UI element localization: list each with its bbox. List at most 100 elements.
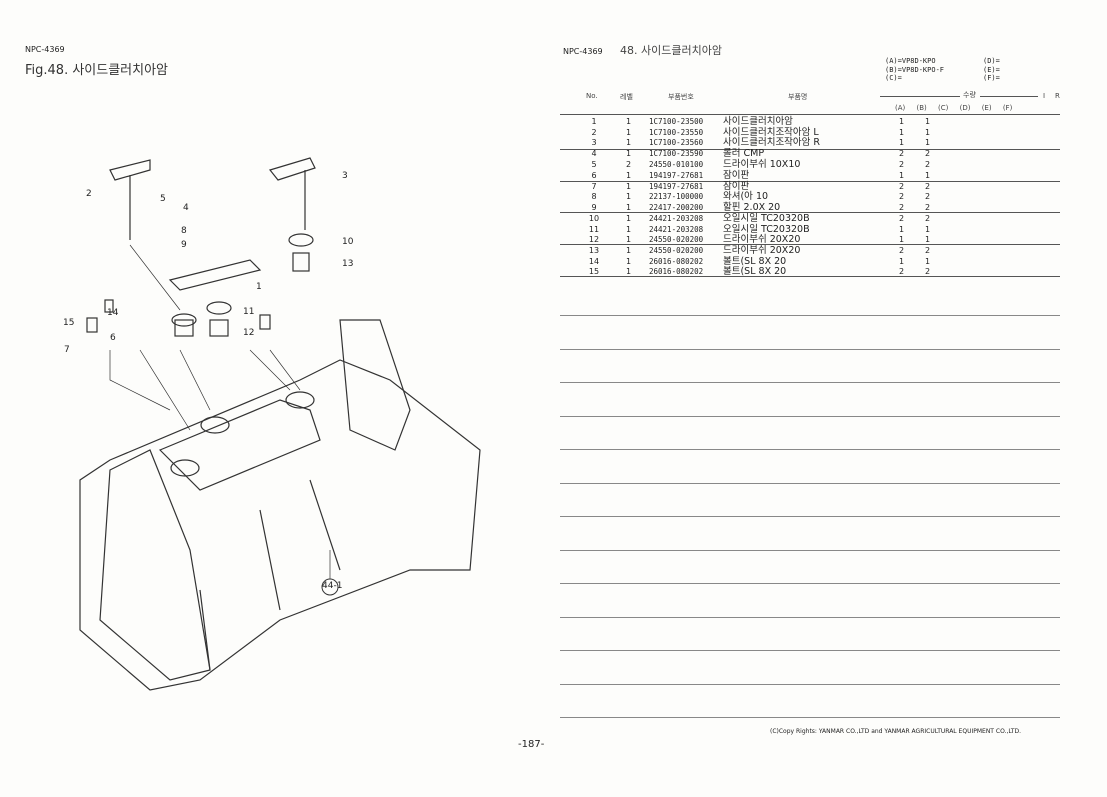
blank-row-line (560, 348, 1060, 350)
page-number: -187- (518, 739, 545, 750)
callout-4: 4 (183, 203, 189, 213)
cell-nm: 드라이부쉬 20X20 (723, 234, 801, 246)
cell-b: 1 (925, 170, 931, 180)
cell-b: 1 (925, 127, 931, 137)
model-legend: (A)=VP8D-KPO (B)=VP8D-KPO-F (C)= (885, 57, 944, 83)
callout-11: 11 (243, 307, 255, 317)
exploded-parts-diagram (79, 157, 481, 691)
cell-a: 1 (899, 256, 905, 266)
cell-no: 6 (591, 170, 597, 180)
cell-no: 10 (588, 213, 600, 223)
cell-b: 2 (925, 202, 931, 212)
callout-13: 13 (342, 259, 354, 269)
callout-1: 1 (256, 282, 262, 292)
cell-nm: 사이드클러치조작아암 R (723, 137, 821, 149)
callout-3: 3 (342, 171, 348, 181)
cell-pn: 26016-080202 (649, 256, 704, 266)
callout-2: 2 (86, 189, 92, 199)
cell-a: 1 (899, 170, 905, 180)
callout-10: 10 (342, 237, 354, 247)
model-legend-2: (D)= (E)= (F)= (983, 57, 1000, 83)
cell-lv: 1 (626, 127, 632, 137)
header-part-no: 부품번호 (668, 93, 694, 101)
header-name: 부품명 (788, 93, 808, 101)
cell-nm: 잠이판 (723, 180, 750, 192)
blank-row-line (560, 449, 1060, 450)
cell-lv: 1 (626, 267, 632, 277)
blank-row-line (560, 382, 1060, 383)
cell-nm: 드라이부쉬 20X20 (723, 245, 801, 257)
cell-a: 2 (899, 202, 905, 212)
cell-b: 2 (925, 159, 931, 169)
header-qty: 수량 (963, 91, 976, 99)
cell-b: 1 (925, 256, 931, 266)
cell-nm: 사이드클러치아암 (723, 116, 793, 127)
blank-row-line (560, 415, 1060, 417)
blank-row-line (560, 315, 1060, 316)
cell-a: 1 (899, 235, 905, 245)
cell-pn: 194197-27681 (649, 181, 704, 191)
cell-b: 1 (925, 235, 931, 245)
blank-row-line (560, 549, 1060, 551)
cell-pn: 24550-020200 (649, 246, 704, 256)
callout-8: 8 (181, 226, 187, 236)
cell-lv: 1 (626, 117, 632, 126)
blank-row-line (560, 616, 1060, 618)
cell-nm: 사이드클러치조작아암 L (723, 126, 819, 138)
header-no: No. (586, 92, 598, 100)
cell-lv: 1 (626, 224, 632, 234)
cell-a: 2 (899, 149, 905, 159)
callout-12: 12 (243, 328, 255, 338)
cell-no: 3 (591, 138, 597, 148)
cell-pn: 1C7100-23500 (649, 117, 704, 126)
group-divider (560, 276, 1060, 277)
cell-pn: 1C7100-23550 (649, 127, 704, 137)
col-c: (C) (938, 104, 949, 112)
cell-no: 9 (591, 202, 597, 212)
cell-lv: 1 (626, 213, 632, 223)
cell-lv: 1 (626, 181, 632, 191)
col-a: (A) (895, 104, 906, 112)
cell-pn: 26016-080202 (649, 267, 704, 277)
callout-9: 9 (181, 240, 187, 250)
cell-b: 1 (925, 117, 931, 126)
col-d: (D) (959, 104, 971, 112)
blank-row-line (560, 683, 1060, 685)
cell-no: 13 (588, 246, 600, 256)
cell-nm: 잠이판 (723, 169, 750, 181)
model-f: (F)= (983, 74, 1000, 82)
cell-a: 1 (899, 127, 905, 137)
cell-b: 2 (925, 149, 931, 159)
cell-a: 2 (899, 213, 905, 223)
callout-7: 7 (64, 345, 70, 355)
cell-lv: 1 (626, 192, 632, 202)
cell-pn: 1C7100-23560 (649, 138, 704, 148)
blank-row-line (560, 650, 1060, 651)
cell-no: 12 (588, 235, 600, 245)
blank-row-line (560, 516, 1060, 517)
cell-no: 11 (588, 224, 600, 234)
cell-nm: 오일시일 TC20320B (723, 212, 810, 224)
header-r: R (1055, 92, 1060, 100)
callout-label: 44-1 (322, 581, 343, 591)
callout-5: 5 (160, 194, 166, 204)
cell-lv: 1 (626, 170, 632, 180)
cell-pn: 22417-200200 (649, 202, 704, 212)
blank-row-line (560, 482, 1060, 484)
cell-a: 2 (899, 192, 905, 202)
cell-no: 15 (588, 267, 600, 277)
cell-no: 7 (591, 181, 597, 191)
cell-lv: 1 (626, 246, 632, 256)
